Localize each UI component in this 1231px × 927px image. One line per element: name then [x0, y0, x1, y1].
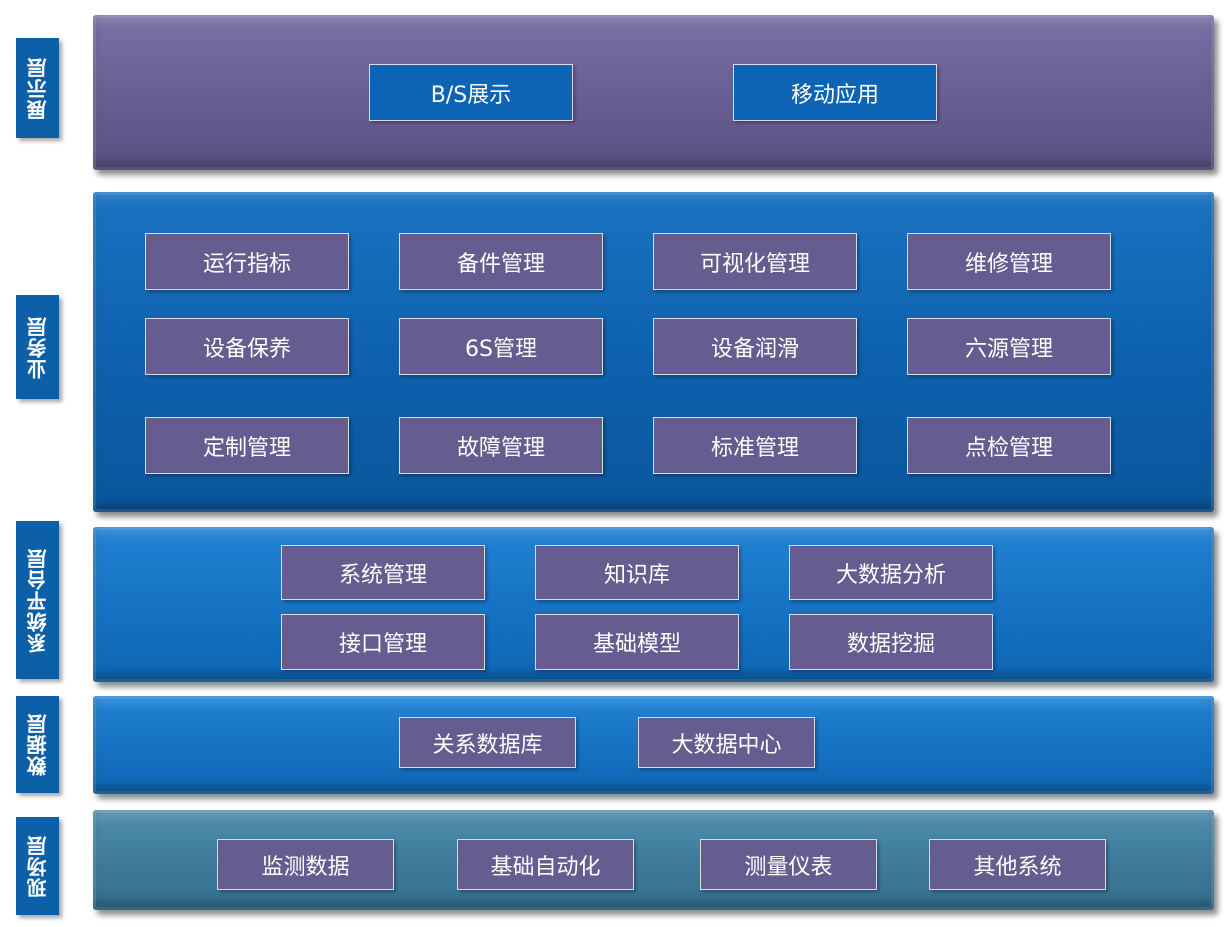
module-box: 接口管理 — [281, 614, 485, 670]
layer-label-business-text: 业务层 — [26, 315, 50, 379]
layer-label-data: 数据层 — [16, 696, 59, 793]
module-box: 测量仪表 — [700, 839, 877, 890]
module-box: 点检管理 — [907, 417, 1111, 474]
layer-label-presentation-text: 展示层 — [26, 56, 50, 120]
module-box: 数据挖掘 — [789, 614, 993, 670]
module-box: 基础自动化 — [457, 839, 634, 890]
field-layer-panel: 监测数据 基础自动化 测量仪表 其他系统 — [93, 810, 1214, 910]
business-layer-panel: 运行指标 备件管理 可视化管理 维修管理 设备保养 6S管理 设备润滑 六源管理… — [93, 192, 1214, 512]
module-box: 设备保养 — [145, 318, 349, 375]
platform-layer-panel: 系统管理 知识库 大数据分析 接口管理 基础模型 数据挖掘 — [93, 527, 1214, 682]
module-box: 大数据中心 — [638, 717, 815, 768]
module-box: 基础模型 — [535, 614, 739, 670]
layer-label-field: 现场层 — [16, 817, 59, 915]
module-box: 故障管理 — [399, 417, 603, 474]
module-box: 可视化管理 — [653, 233, 857, 290]
layer-label-field-text: 现场层 — [26, 834, 50, 898]
module-box: 定制管理 — [145, 417, 349, 474]
data-layer-panel: 关系数据库 大数据中心 — [93, 696, 1214, 794]
layer-label-business: 业务层 — [16, 295, 59, 399]
module-box: 关系数据库 — [399, 717, 576, 768]
module-box: 移动应用 — [733, 64, 937, 121]
module-box: 六源管理 — [907, 318, 1111, 375]
layer-label-data-text: 数据层 — [26, 713, 50, 776]
module-box: B/S展示 — [369, 64, 573, 121]
module-box: 监测数据 — [217, 839, 394, 890]
module-box: 运行指标 — [145, 233, 349, 290]
layer-label-presentation: 展示层 — [16, 38, 59, 138]
layer-label-platform: 系统平台层 — [16, 521, 59, 679]
module-box: 6S管理 — [399, 318, 603, 375]
module-box: 备件管理 — [399, 233, 603, 290]
layer-label-platform-text: 系统平台层 — [26, 547, 50, 653]
module-box: 大数据分析 — [789, 545, 993, 600]
module-box: 标准管理 — [653, 417, 857, 474]
module-box: 知识库 — [535, 545, 739, 600]
module-box: 系统管理 — [281, 545, 485, 600]
module-box: 设备润滑 — [653, 318, 857, 375]
module-box: 维修管理 — [907, 233, 1111, 290]
presentation-layer-panel: B/S展示 移动应用 — [93, 15, 1214, 170]
module-box: 其他系统 — [929, 839, 1106, 890]
